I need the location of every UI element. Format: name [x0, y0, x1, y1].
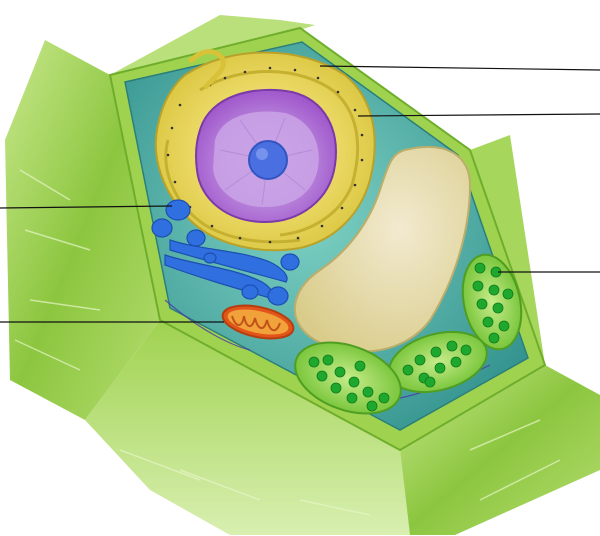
nucleus: [196, 90, 336, 222]
leader-line-nuclear-envelope: [320, 66, 600, 70]
nucleolus: [249, 141, 287, 179]
